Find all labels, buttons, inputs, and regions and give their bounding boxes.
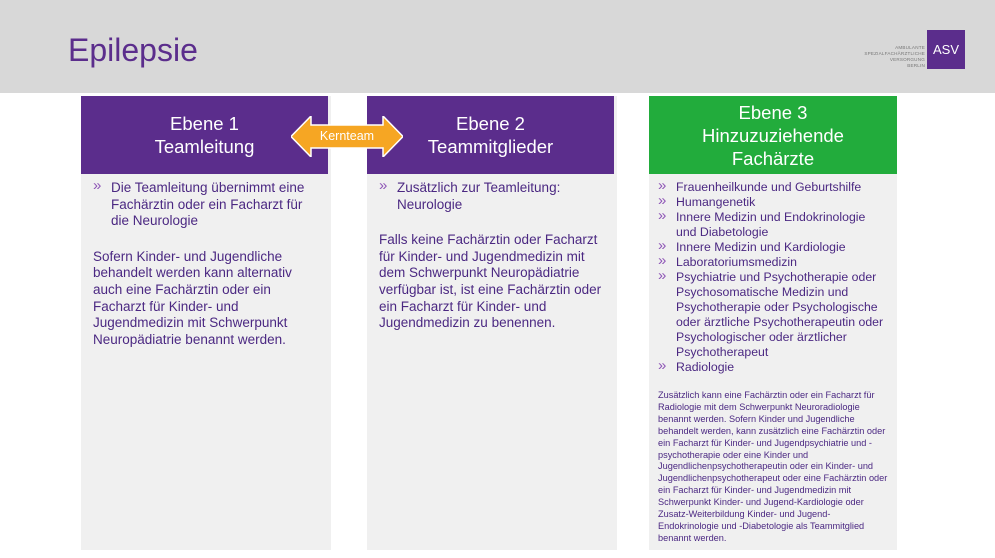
list-item: Psychiatrie und Psychotherapie oder Psyc…: [658, 268, 889, 360]
bullet-list: Die Teamleitung übernimmt eine Fachärzti…: [93, 178, 321, 230]
logo-wordmark: AMBULANTE SPEZIALFACHÄRZTLICHE VERSORGUN…: [855, 45, 925, 69]
column-ebene-3: Ebene 3 Hinzuzuziehende Fachärzte Frauen…: [649, 96, 897, 550]
list-item: Innere Medizin und Kardiologie: [658, 238, 889, 255]
slide-header: Epilepsie AMBULANTE SPEZIALFACHÄRZTLICHE…: [0, 0, 995, 93]
heading-line: Fachärzte: [731, 147, 815, 169]
column-heading: Ebene 1 Teamleitung: [81, 96, 328, 174]
column-body: Frauenheilkunde und Geburtshilfe Humange…: [649, 174, 897, 545]
list-item: Laboratoriumsmedizin: [658, 253, 889, 270]
logo-line: AMBULANTE: [895, 45, 925, 50]
list-item: Die Teamleitung übernimmt eine Fachärzti…: [93, 178, 321, 230]
page-title: Epilepsie: [68, 32, 198, 68]
column-paragraph: Falls keine Fachärztin oder Facharzt für…: [379, 232, 602, 331]
list-item: Radiologie: [658, 358, 889, 375]
column-ebene-1: Ebene 1 Teamleitung Die Teamleitung über…: [81, 96, 331, 550]
double-arrow-icon: [291, 116, 403, 157]
kernteam-arrow-shape: [291, 116, 403, 157]
list-item: Zusätzlich zur Teamleitung: Neurologie: [379, 178, 607, 213]
column-paragraph: Sofern Kinder- und Jugendliche behandelt…: [93, 248, 292, 347]
list-item: Frauenheilkunde und Geburtshilfe: [658, 178, 889, 195]
heading-line: Hinzuzuziehende: [702, 124, 844, 146]
list-item: Humangenetik: [658, 193, 889, 210]
logo-line: VERSORGUNG: [889, 57, 925, 62]
list-item: Innere Medizin und Endokrinologie und Di…: [658, 208, 889, 240]
kernteam-label: Kernteam: [319, 129, 375, 143]
heading-line: Ebene 3: [738, 101, 808, 123]
asv-logo: ASV: [927, 30, 965, 69]
column-paragraph: Zusätzlich kann eine Fachärztin oder ein…: [658, 390, 888, 543]
heading-line: Ebene 2: [456, 113, 525, 134]
column-body: Die Teamleitung übernimmt eine Fachärzti…: [81, 174, 331, 348]
heading-line: Teammitglieder: [427, 136, 554, 157]
bullet-list: Zusätzlich zur Teamleitung: Neurologie: [379, 178, 607, 213]
logo-line: BERLIN: [907, 63, 925, 68]
bullet-list: Frauenheilkunde und Geburtshilfe Humange…: [658, 178, 889, 375]
column-heading: Ebene 2 Teammitglieder: [367, 96, 614, 174]
heading-line: Ebene 1: [170, 113, 239, 134]
column-heading: Ebene 3 Hinzuzuziehende Fachärzte: [649, 96, 897, 174]
logo-line: SPEZIALFACHÄRZTLICHE: [864, 51, 925, 56]
heading-line: Teamleitung: [154, 136, 255, 157]
column-ebene-2: Ebene 2 Teammitglieder Zusätzlich zur Te…: [367, 96, 617, 550]
column-body: Zusätzlich zur Teamleitung: Neurologie F…: [367, 174, 617, 332]
